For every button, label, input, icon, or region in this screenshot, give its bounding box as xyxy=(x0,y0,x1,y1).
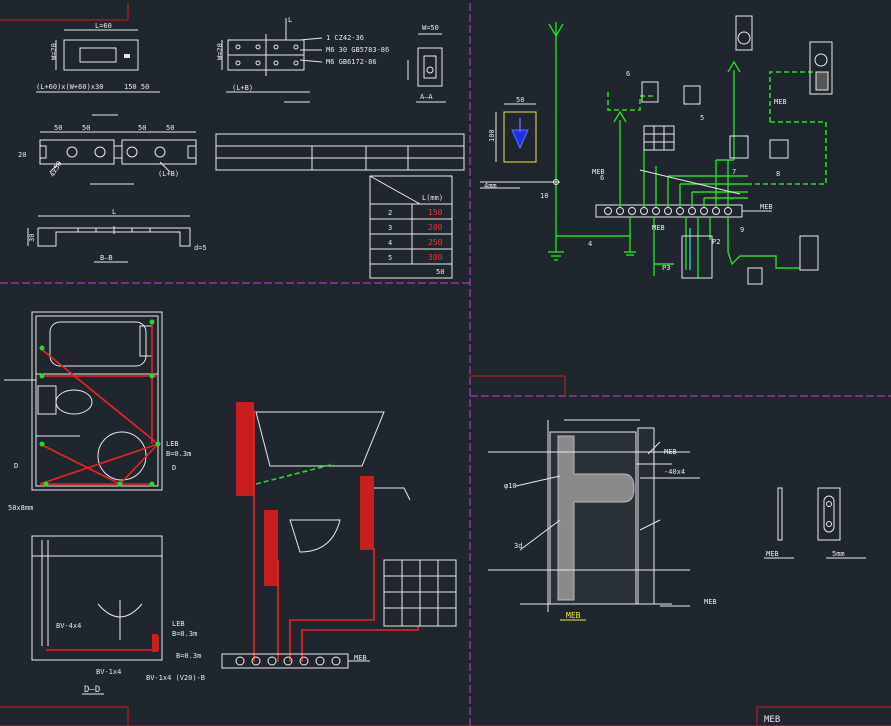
bathroom-elevation: MEB xyxy=(221,402,457,669)
section-bb-dim-side: 30 xyxy=(28,234,36,242)
tr-label-meb2: MEB xyxy=(592,168,605,176)
strip-side: 20 xyxy=(18,151,26,159)
br-label-404: -40x4 xyxy=(664,468,685,476)
mark-10: 10 xyxy=(540,192,548,200)
tr-label-8: 8 xyxy=(776,170,780,178)
length-table-last: 50 xyxy=(436,268,444,276)
ground-label: 4mm xyxy=(484,182,497,190)
dd-label-leb: LEB xyxy=(172,620,185,628)
bathroom-plan-1: LEB B=0.3m D D 50x8mm xyxy=(4,311,191,512)
plate1-caption2: 150 50 xyxy=(124,83,149,91)
section-aa-label: A—A xyxy=(420,93,433,101)
section-bb-dim-top: L xyxy=(112,208,116,216)
symbol-side: 100 xyxy=(488,129,496,142)
length-table-row4-l: 300 xyxy=(428,253,443,262)
dd-label-bv2: BV-1x4 xyxy=(96,668,121,676)
bl-meb-label: MEB xyxy=(354,654,367,662)
length-table-header: L(mm) xyxy=(422,194,443,202)
tr-label-meb3: MEB xyxy=(652,224,665,232)
tr-label-p3: P3 xyxy=(662,264,670,272)
plate-label-left: MEB xyxy=(766,550,779,558)
plate2-note-2: M6 30 GB5783-86 xyxy=(326,46,389,54)
plate1-caption: (L+60)x(W+60)x30 xyxy=(36,83,103,91)
length-table-row4-n: 5 xyxy=(388,254,392,262)
bl-label-d1: D xyxy=(14,462,18,470)
tr-label-9: 9 xyxy=(740,226,744,234)
length-table-row1-n: 2 xyxy=(388,209,392,217)
strip-note2: (L+B) xyxy=(158,170,179,178)
br-label-3d: 3d xyxy=(514,542,522,550)
length-table: L(mm) 2 150 3 200 4 250 5 300 50 xyxy=(369,175,453,279)
dd-label-b1: B=0.3m xyxy=(172,630,197,638)
length-table-row2-n: 3 xyxy=(388,224,392,232)
section-aa-dim: W=50 xyxy=(422,24,439,32)
length-table-row3-n: 4 xyxy=(388,239,392,247)
dd-label-bv3: BV-1x4 (V20)-B xyxy=(146,674,205,682)
bl-label-b03: B=0.3m xyxy=(166,450,191,458)
sheet-frames xyxy=(0,3,891,726)
br-meb-caption: MEB xyxy=(566,611,581,620)
plate1-dim-top: L=60 xyxy=(95,22,112,30)
plate-detail-2: L W=20 (L+B) 1 CZ42-36 M6 30 GB5783-86 M… xyxy=(216,16,389,103)
schedule-table xyxy=(215,133,465,171)
strip-dim-1: 50 xyxy=(54,124,62,132)
length-table-row3-l: 250 xyxy=(428,238,443,247)
bonding-conductors xyxy=(556,60,827,278)
section-dd-label: D—D xyxy=(84,685,100,695)
corner-meb-label: MEB xyxy=(764,715,780,725)
section-b-b: L 30 d=5 B—B xyxy=(27,208,207,263)
meb-busbar-label: MEB xyxy=(760,203,773,211)
equipotential-symbol: 50 100 xyxy=(488,96,537,163)
tr-label-6b: 6 xyxy=(600,174,604,182)
bl-label-d2: D xyxy=(172,464,176,472)
plate2-note-3: M6 GB6172-86 xyxy=(326,58,377,66)
bl-label-leb: LEB xyxy=(166,440,179,448)
plate-detail-1: L=60 W=20 (L+60)x(W+60)x30 150 50 xyxy=(36,22,160,116)
bl-label-strip: 50x8mm xyxy=(8,504,33,512)
section-a-a: W=50 A—A xyxy=(407,24,446,103)
plate1-dim-left: W=20 xyxy=(50,43,58,60)
dd-label-bv: BV-4x4 xyxy=(56,622,81,630)
strip-dim-4: 50 xyxy=(166,124,174,132)
bonding-plate-detail: MEB 5mm MEB xyxy=(764,487,866,725)
strip-dim-3: 50 xyxy=(138,124,146,132)
bathroom-section-dd: BV-4x4 LEB B=0.3m B=0.3m BV-1x4 BV-1x4 (… xyxy=(31,535,205,695)
tr-label-5: 5 xyxy=(700,114,704,122)
plate2-dim-left: W=20 xyxy=(216,43,224,60)
strip-dim-2: 50 xyxy=(82,124,90,132)
symbol-dim: 50 xyxy=(516,96,524,104)
section-bb-label: B—B xyxy=(100,254,113,262)
tr-label-6: 6 xyxy=(626,70,630,78)
br-label-meb: MEB xyxy=(664,448,677,456)
plate2-dim-top: L xyxy=(288,16,292,24)
wall-section-detail: φ10 MEB -40x4 MEB 3d MEB xyxy=(488,419,717,621)
plate-label-right: 5mm xyxy=(832,550,845,558)
section-bb-note: d=5 xyxy=(194,244,207,252)
plate2-note-1: 1 CZ42-36 xyxy=(326,34,364,42)
br-label-meb2: MEB xyxy=(704,598,717,606)
fixtures-top-right: 6 5 8 MEB 7 6 9 P2 P3 MEB MEB xyxy=(592,15,833,285)
meb-busbar: MEB xyxy=(595,203,773,218)
plate2-caption: (L+B) xyxy=(232,84,253,92)
tr-label-7: 7 xyxy=(732,168,736,176)
length-table-row1-l: 150 xyxy=(428,208,443,217)
tr-label-p2: P2 xyxy=(712,238,720,246)
mark-4: 4 xyxy=(588,240,592,248)
br-label-phi10: φ10 xyxy=(504,482,517,490)
length-table-row2-l: 200 xyxy=(428,223,443,232)
ground-rod: 4mm 10 4 xyxy=(480,22,592,261)
dd-label-b2: B=0.3m xyxy=(176,652,201,660)
tr-label-meb: MEB xyxy=(774,98,787,106)
